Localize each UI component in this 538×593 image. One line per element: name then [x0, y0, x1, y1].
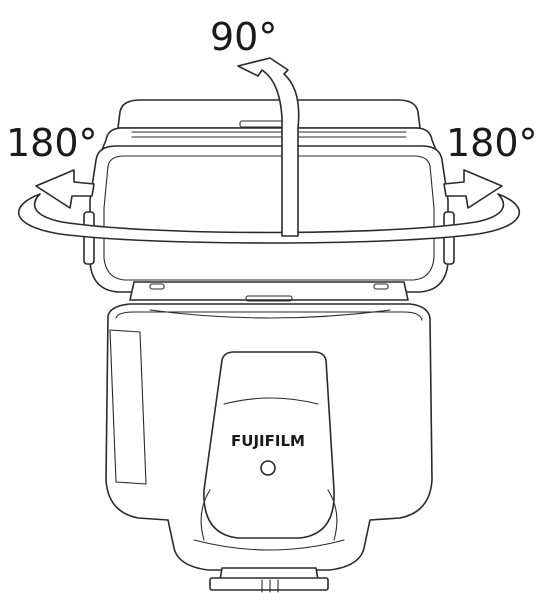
left-rotation-arrowhead [35, 169, 95, 209]
horizontal-rotation-band [17, 193, 521, 244]
right-rotation-arrowhead [443, 169, 503, 209]
vertical-rotation-arrow [237, 57, 300, 237]
front-housing [203, 351, 335, 539]
front-sensor [260, 460, 276, 476]
flash-head-back-panel [101, 127, 437, 151]
right-rotation-label: 180° [446, 121, 538, 165]
flash-head [89, 145, 449, 293]
flash-head-top [117, 99, 421, 129]
hot-shoe-plate [209, 577, 329, 591]
flash-neck [129, 281, 409, 301]
left-rotation-label: 180° [6, 121, 98, 165]
brand-logo: FUJIFILM [231, 432, 305, 450]
side-panel [109, 329, 147, 485]
tilt-angle-label: 90° [210, 15, 278, 59]
